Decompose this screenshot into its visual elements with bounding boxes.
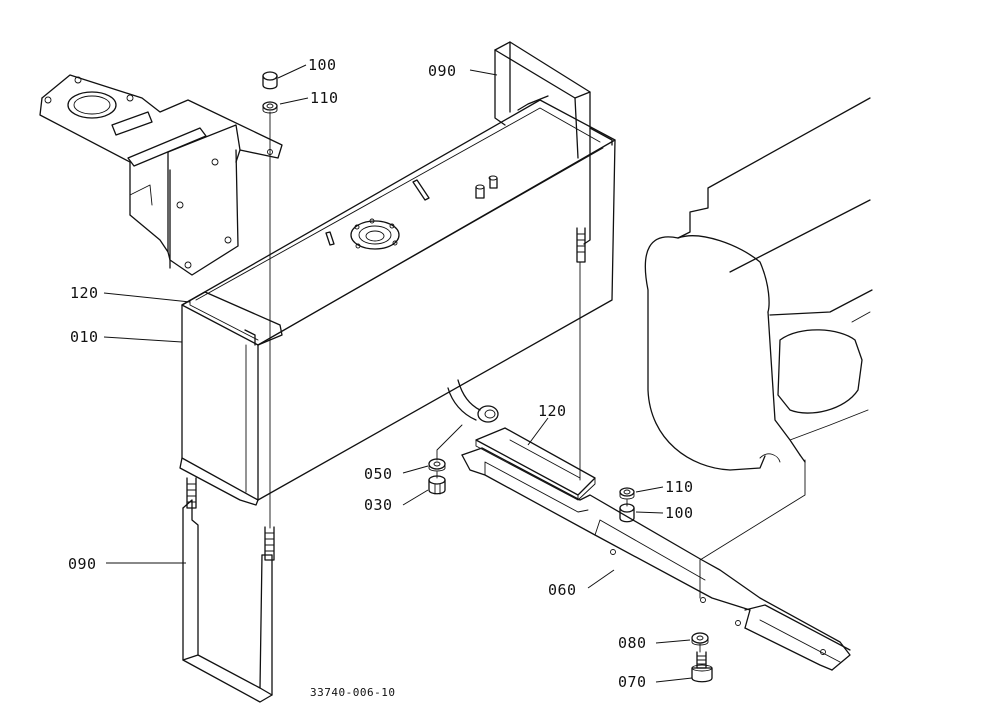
bolt-070	[691, 651, 713, 683]
callout-010-tank: 010	[70, 328, 99, 346]
nut-030	[428, 475, 446, 495]
washer-050	[428, 458, 446, 472]
callout-110-right: 110	[665, 478, 694, 496]
engine-housing	[644, 97, 873, 471]
washer-080	[691, 632, 709, 646]
callout-050-washer: 050	[364, 465, 393, 483]
reference-number: 33740-006-10	[310, 686, 395, 699]
hardware	[262, 71, 713, 683]
callout-120-pad: 120	[538, 402, 567, 420]
support-rail	[461, 427, 851, 671]
washer-110-top	[262, 101, 278, 114]
mounting-bracket	[39, 74, 283, 276]
callout-090-bottom: 090	[68, 555, 97, 573]
callout-080-washer: 080	[618, 634, 647, 652]
washer-110-right	[619, 487, 635, 500]
callout-100-right: 100	[665, 504, 694, 522]
callout-090-top: 090	[428, 62, 457, 80]
callout-120-tank: 120	[70, 284, 99, 302]
nut-100-top	[262, 71, 278, 90]
upper-strap	[494, 41, 591, 263]
leader-lines	[103, 64, 693, 683]
callout-100-top: 100	[308, 56, 337, 74]
lower-strap	[182, 477, 275, 703]
callout-labels: 100 110 090 120 010 120 050 030 110 100 …	[68, 56, 694, 699]
callout-110-top: 110	[310, 89, 339, 107]
callout-060-rail: 060	[548, 581, 577, 599]
callout-070-bolt: 070	[618, 673, 647, 691]
assembly-lines	[269, 111, 806, 653]
fuel-tank	[179, 99, 616, 506]
callout-030-nut: 030	[364, 496, 393, 514]
